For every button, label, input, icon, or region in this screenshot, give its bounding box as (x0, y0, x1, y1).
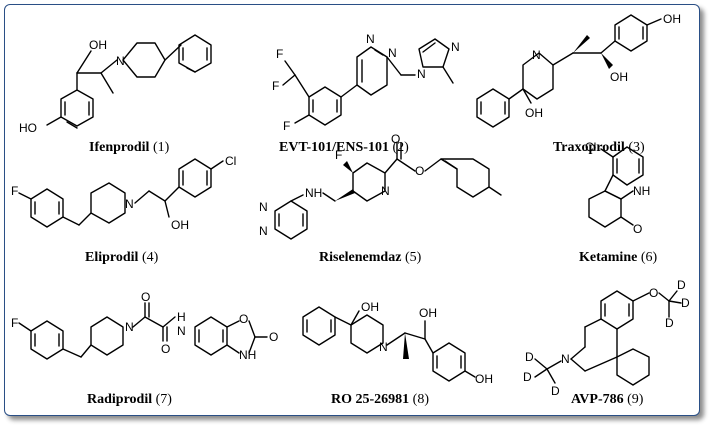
atom-label: Cl (225, 154, 236, 168)
figure-panel: OH N HO N N F F F N N (4, 4, 700, 416)
atom-label: F (272, 79, 279, 93)
compound-avp786-structure (534, 290, 682, 386)
caption-compound-9: AVP-786 (9) (571, 392, 644, 407)
atom-label: O (239, 312, 248, 326)
atom-label: D (523, 370, 532, 384)
atom-label: NH (239, 348, 256, 362)
compound-eliprodil-structure (18, 158, 224, 228)
atom-label: N (417, 67, 426, 81)
caption-compound-5: Riselenemdaz (5) (319, 250, 422, 265)
atom-label: N (259, 224, 268, 238)
atom-label: H (177, 310, 186, 324)
atom-label: N (259, 200, 268, 214)
atom-label: N (532, 48, 541, 62)
atom-label: HO (19, 121, 37, 135)
atom-label: OH (171, 218, 189, 232)
compound-ifenprodil-structure (46, 34, 212, 129)
caption-compound-1: Ifenprodil (1) (89, 140, 170, 155)
atom-label: NH (305, 186, 322, 200)
atom-label: O (415, 164, 424, 178)
atom-label: N (381, 184, 390, 198)
atom-label: D (677, 278, 686, 292)
atom-label: NH (633, 184, 650, 198)
caption-compound-6: Ketamine (6) (579, 250, 657, 265)
atom-label: N (125, 197, 134, 211)
atom-label: D (551, 384, 560, 398)
caption-compound-2: EVT-101/ENS-101 (2) (279, 140, 409, 155)
atom-label: N (366, 32, 375, 46)
atom-label: N (451, 40, 460, 54)
atom-label: O (649, 286, 658, 300)
compound-traxoprodil-structure (476, 14, 662, 128)
atom-label: O (161, 342, 170, 356)
atom-label: OH (663, 12, 681, 26)
atom-label: D (665, 316, 674, 330)
atom-label: N (177, 324, 186, 338)
atom-label: N (379, 340, 388, 354)
atom-label: OH (475, 372, 493, 386)
atom-label: O (633, 222, 642, 236)
atom-label: O (141, 290, 150, 304)
atom-label: N (125, 320, 134, 334)
atom-label: OH (89, 38, 107, 52)
atom-label: OH (610, 70, 628, 84)
compound-radiprodil-structure (18, 302, 268, 360)
compound-riselenemdaz-structure (274, 142, 502, 240)
atom-label: F (11, 184, 18, 198)
caption-compound-3: Traxoprodil (3) (553, 140, 645, 155)
atom-label: N (388, 46, 397, 60)
atom-label: O (269, 330, 278, 344)
atom-label: N (116, 54, 125, 68)
compound-ro2526981-structure (302, 306, 476, 382)
caption-compound-4: Eliprodil (4) (85, 250, 159, 265)
compound-ketamine-structure (588, 146, 644, 228)
atom-label: N (561, 352, 570, 366)
atom-label: OH (361, 300, 379, 314)
caption-compound-7: Radiprodil (7) (87, 392, 172, 407)
atom-label: F (335, 148, 342, 162)
atom-label: F (276, 47, 283, 61)
atom-label: F (283, 119, 290, 133)
atom-label: D (681, 296, 690, 310)
atom-label: F (11, 316, 18, 330)
atom-label: OH (525, 106, 543, 120)
compound-evt101-structure (282, 38, 454, 126)
caption-compound-8: RO 25-26981 (8) (331, 392, 429, 407)
atom-label: D (525, 350, 534, 364)
atom-label: O (391, 132, 400, 146)
structures-canvas: OH N HO N N F F F N N (11, 12, 690, 407)
atom-label: Cl (585, 140, 596, 154)
atom-label: OH (419, 306, 437, 320)
